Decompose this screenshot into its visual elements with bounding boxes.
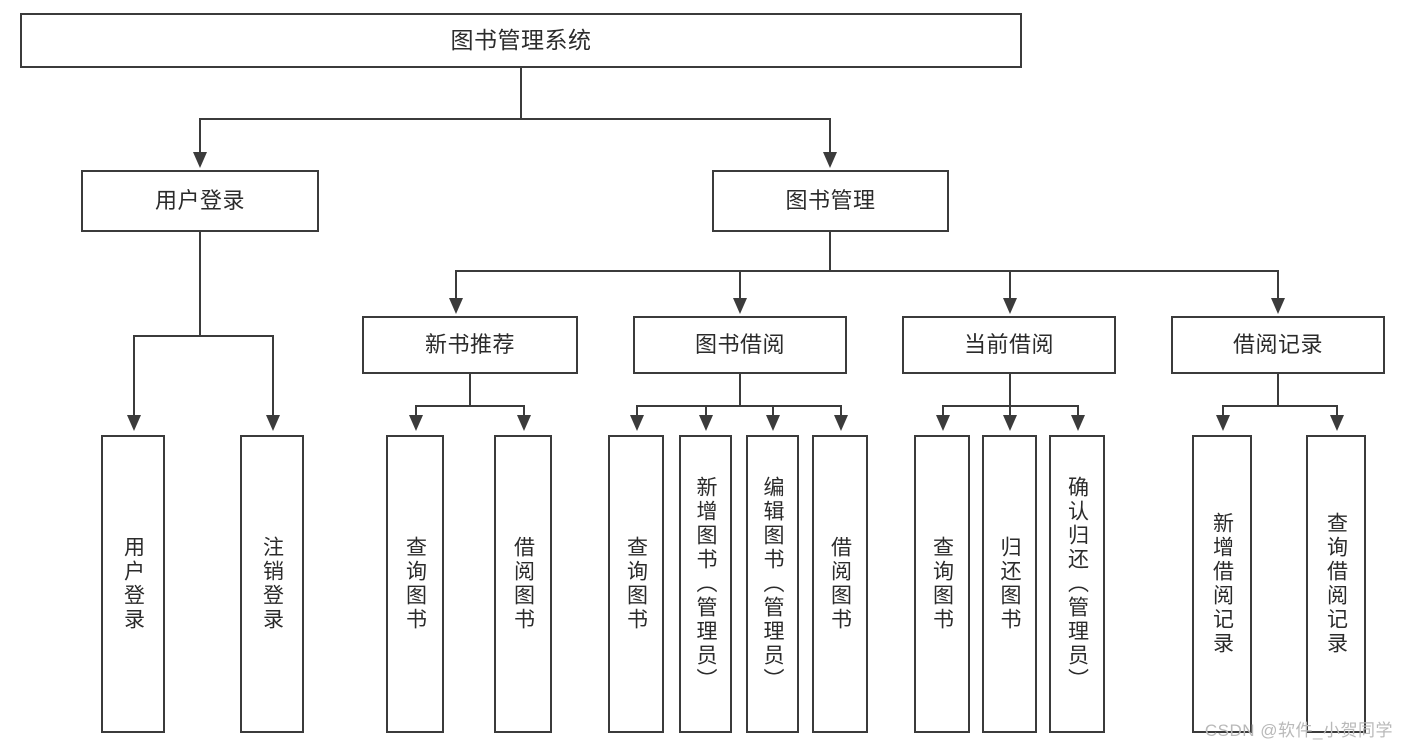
connector-cb-trunk [1009, 374, 1011, 405]
connector-user-login-to-leaf-1 [133, 335, 135, 417]
leaf-cb-return-book[interactable]: 归还图书 [982, 435, 1037, 733]
connector-br-trunk [1277, 374, 1279, 405]
arrow-bm-to-borrow-record [1271, 298, 1285, 314]
connector-br-to-leaf-1 [1222, 405, 1224, 417]
node-label: 用户登录 [154, 188, 245, 214]
connector-br-bus [1222, 405, 1336, 407]
leaf-br-query-record[interactable]: 查询借阅记录 [1306, 435, 1366, 733]
connector-root-bus [199, 118, 831, 120]
node-label: 用户登录 [121, 536, 145, 632]
node-label: 注销登录 [260, 536, 284, 632]
node-label: 确认归还（管理员） [1065, 476, 1089, 692]
node-label: 查询图书 [624, 536, 648, 632]
connector-user-login-to-leaf-2 [272, 335, 274, 417]
connector-br-to-leaf-2 [1336, 405, 1338, 417]
arrow-bb-to-leaf-4 [834, 415, 848, 431]
node-borrow-record[interactable]: 借阅记录 [1171, 316, 1385, 374]
connector-user-login-trunk [199, 232, 201, 335]
node-current-borrow[interactable]: 当前借阅 [902, 316, 1116, 374]
node-book-management[interactable]: 图书管理 [712, 170, 949, 232]
arrow-nbr-to-leaf-1 [409, 415, 423, 431]
leaf-bb-edit-book-admin[interactable]: 编辑图书（管理员） [746, 435, 799, 733]
node-label: 当前借阅 [963, 332, 1054, 358]
connector-nbr-to-leaf-2 [523, 405, 525, 417]
node-user-login[interactable]: 用户登录 [81, 170, 319, 232]
arrow-bm-to-new-book [449, 298, 463, 314]
node-label: 图书借阅 [694, 332, 785, 358]
arrow-br-to-leaf-2 [1330, 415, 1344, 431]
leaf-br-add-record[interactable]: 新增借阅记录 [1192, 435, 1252, 733]
node-label: 图书管理系统 [450, 26, 592, 53]
arrow-cb-to-leaf-1 [936, 415, 950, 431]
leaf-logout[interactable]: 注销登录 [240, 435, 304, 733]
arrow-user-login-to-leaf-2 [266, 415, 280, 431]
node-label: 借阅记录 [1232, 332, 1323, 358]
arrow-bb-to-leaf-2 [699, 415, 713, 431]
connector-bm-to-new-book [455, 270, 457, 300]
node-label: 图书管理 [785, 188, 876, 214]
node-label: 归还图书 [998, 536, 1021, 632]
connector-bb-to-leaf-1 [636, 405, 638, 417]
arrow-bm-to-book-borrow [733, 298, 747, 314]
node-label: 借阅图书 [511, 536, 535, 632]
leaf-nbr-query-book[interactable]: 查询图书 [386, 435, 444, 733]
connector-bb-to-leaf-2 [705, 405, 707, 417]
node-book-borrow[interactable]: 图书借阅 [633, 316, 847, 374]
arrow-bm-to-current-borrow [1003, 298, 1017, 314]
connector-bm-to-book-borrow [739, 270, 741, 300]
connector-book-management-bus [455, 270, 1279, 272]
arrow-br-to-leaf-1 [1216, 415, 1230, 431]
leaf-cb-query-book[interactable]: 查询图书 [914, 435, 970, 733]
connector-cb-to-leaf-1 [942, 405, 944, 417]
arrow-root-to-user-login [193, 152, 207, 168]
leaf-cb-confirm-return-admin[interactable]: 确认归还（管理员） [1049, 435, 1105, 733]
connector-bb-to-leaf-3 [772, 405, 774, 417]
arrow-user-login-to-leaf-1 [127, 415, 141, 431]
node-label: 查询借阅记录 [1324, 512, 1348, 656]
connector-bb-to-leaf-4 [840, 405, 842, 417]
leaf-bb-add-book-admin[interactable]: 新增图书（管理员） [679, 435, 732, 733]
node-label: 编辑图书（管理员） [761, 476, 784, 692]
leaf-bb-borrow-book[interactable]: 借阅图书 [812, 435, 868, 733]
connector-bb-trunk [739, 374, 741, 405]
node-label: 查询图书 [930, 536, 954, 632]
node-label: 借阅图书 [828, 536, 852, 632]
node-label: 查询图书 [403, 536, 427, 632]
arrow-root-to-book-management [823, 152, 837, 168]
connector-root-to-book-management [829, 118, 831, 154]
arrow-bb-to-leaf-1 [630, 415, 644, 431]
connector-root-trunk [520, 68, 522, 118]
connector-book-management-trunk [829, 232, 831, 270]
connector-bb-bus [636, 405, 842, 407]
node-label: 新增借阅记录 [1210, 512, 1234, 656]
connector-cb-to-leaf-2 [1009, 405, 1011, 417]
arrow-cb-to-leaf-3 [1071, 415, 1085, 431]
connector-cb-to-leaf-3 [1077, 405, 1079, 417]
arrow-cb-to-leaf-2 [1003, 415, 1017, 431]
connector-nbr-bus [415, 405, 525, 407]
node-label: 新书推荐 [424, 332, 515, 358]
node-label: 新增图书（管理员） [694, 476, 717, 692]
watermark-text: CSDN @软件_小贺同学 [1204, 721, 1393, 740]
leaf-user-login[interactable]: 用户登录 [101, 435, 165, 733]
arrow-nbr-to-leaf-2 [517, 415, 531, 431]
connector-nbr-to-leaf-1 [415, 405, 417, 417]
leaf-nbr-borrow-book[interactable]: 借阅图书 [494, 435, 552, 733]
connector-root-to-user-login [199, 118, 201, 154]
arrow-bb-to-leaf-3 [766, 415, 780, 431]
node-root-book-management-system[interactable]: 图书管理系统 [20, 13, 1022, 68]
connector-user-login-bus [133, 335, 273, 337]
leaf-bb-query-book[interactable]: 查询图书 [608, 435, 664, 733]
connector-bm-to-borrow-record [1277, 270, 1279, 300]
connector-bm-to-current-borrow [1009, 270, 1011, 300]
connector-nbr-trunk [469, 374, 471, 405]
node-new-book-recommend[interactable]: 新书推荐 [362, 316, 578, 374]
